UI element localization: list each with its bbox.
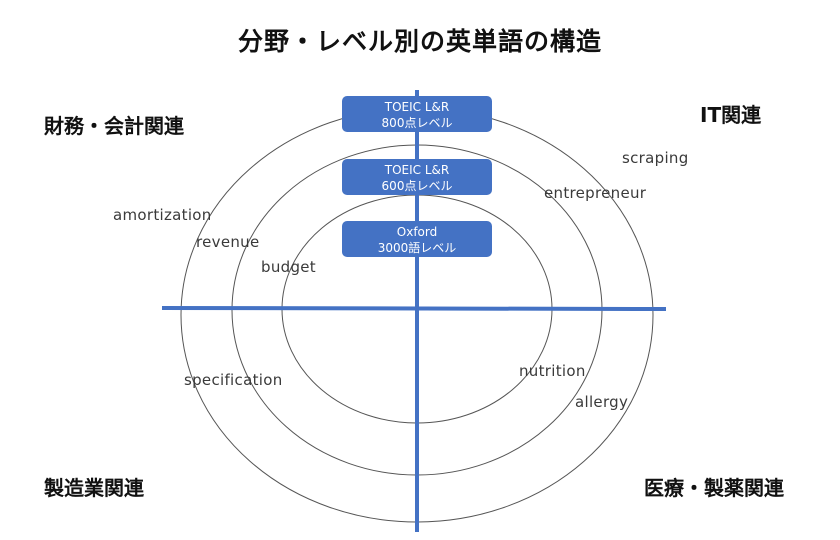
diagram-title: 分野・レベル別の英単語の構造: [237, 27, 602, 56]
level-line2: 600点レベル: [381, 178, 453, 193]
level-line2: 800点レベル: [381, 115, 453, 130]
level-line2: 3000語レベル: [377, 240, 457, 255]
word-amortization: amortization: [113, 206, 212, 224]
level-line1: TOEIC L&R: [384, 99, 450, 114]
quadrant-label-it: IT関連: [700, 103, 762, 127]
level-line1: TOEIC L&R: [384, 162, 450, 177]
word-revenue: revenue: [196, 233, 260, 251]
quadrant-label-finance: 財務・会計関連: [44, 114, 184, 138]
level-line1: Oxford: [396, 224, 438, 239]
word-allergy: allergy: [575, 393, 629, 411]
level-box-toeic-600: TOEIC L&R 600点レベル: [342, 159, 492, 195]
word-entrepreneur: entrepreneur: [544, 184, 647, 202]
level-box-toeic-800: TOEIC L&R 800点レベル: [342, 96, 492, 132]
quadrant-label-medical: 医療・製薬関連: [644, 476, 784, 500]
word-specification: specification: [184, 371, 283, 389]
word-scraping: scraping: [622, 149, 689, 167]
word-nutrition: nutrition: [519, 362, 586, 380]
quadrant-label-manufacturing: 製造業関連: [44, 476, 144, 500]
horizontal-axis: [161, 306, 667, 311]
word-budget: budget: [261, 258, 316, 276]
level-box-oxford-3000: Oxford 3000語レベル: [342, 221, 492, 257]
